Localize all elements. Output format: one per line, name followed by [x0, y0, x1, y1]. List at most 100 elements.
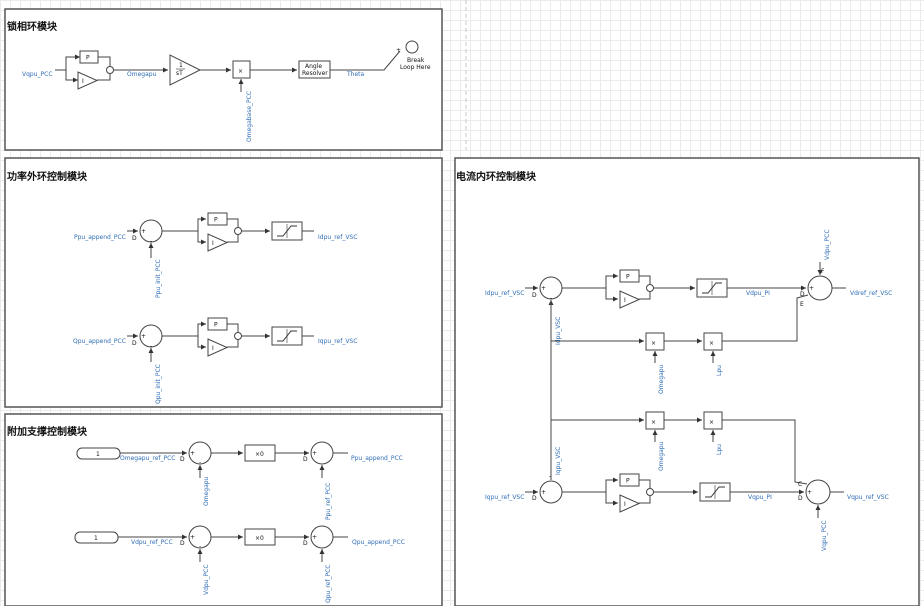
- inner-d-ref-label: Idpu_ref_VSC: [485, 290, 524, 297]
- pll-integrator-block[interactable]: [169, 54, 202, 86]
- inner-q-sign-plus: +: [541, 489, 546, 496]
- inner-d-sign-plus: +: [541, 285, 546, 292]
- wire: [605, 492, 618, 506]
- aux-row1-add-label: Ppu_ref_PCC: [325, 483, 332, 520]
- inner-d-pi-label: Vdpu_PI: [746, 290, 770, 297]
- outer-q-pi-node[interactable]: [234, 332, 242, 340]
- aux-row1-out-label: Ppu_append_PCC: [351, 455, 403, 462]
- aux-row1-sign-d: D: [180, 456, 185, 463]
- aux-row2-ref-label: Vdpu_ref_PCC: [131, 539, 173, 546]
- aux-const2-value: 1: [94, 535, 98, 542]
- inner-q-pi-node[interactable]: [646, 488, 654, 496]
- outer-loop-panel[interactable]: 功率外环控制模块 Ppu_append_PCC D + - Ppu_init_P…: [4, 157, 443, 408]
- inner-d-i-block[interactable]: [619, 290, 641, 309]
- aux-row2-add-label: Qpu_ref_PCC: [325, 565, 332, 603]
- inner-lpu1-label: Lpu: [716, 365, 723, 376]
- inner-d-ff-label: Vdpu_PCC: [824, 229, 831, 260]
- pll-multiplier-symbol: ×: [238, 68, 243, 75]
- wire: [605, 273, 618, 288]
- break-plus-sign: +: [396, 47, 401, 54]
- outer-p-i-block[interactable]: [207, 233, 229, 252]
- pll-i-block[interactable]: [77, 71, 99, 90]
- pll-panel[interactable]: 锁相环模块 Vqpu_PCC P I Omegapu 1 sT × Omegab…: [4, 8, 443, 151]
- wire: [98, 56, 111, 66]
- inner-q-i-block[interactable]: [619, 494, 641, 513]
- inner-q-out-sign-plus: +: [807, 489, 812, 496]
- wire: [227, 340, 239, 348]
- outer-q-meas-label: Qpu_init_PCC: [155, 364, 162, 404]
- outer-q-i-block[interactable]: [207, 338, 229, 357]
- aux-panel[interactable]: 附加支撑控制模块 1 Omegapu_ref_PCC D + - Omegapu…: [4, 413, 443, 606]
- aux-const1-value: 1: [96, 451, 100, 458]
- outer-p-out-label: Idpu_ref_VSC: [318, 234, 357, 241]
- pll-p-label: P: [86, 55, 90, 62]
- inner-d-sign-minus: -: [550, 295, 552, 302]
- outer-p-sign-minus: -: [150, 238, 152, 245]
- pll-integrator-den: sT: [176, 70, 183, 77]
- outer-q-out-label: Iqpu_ref_VSC: [318, 338, 357, 345]
- wire: [639, 479, 651, 488]
- pll-sum-node[interactable]: [106, 66, 114, 74]
- inner-loop-panel-title: 电流内环控制模块: [456, 170, 537, 183]
- outer-loop-panel-title: 功率外环控制模块: [7, 170, 88, 183]
- inner-q-ref-label: Iqpu_ref_VSC: [485, 494, 524, 501]
- wire: [722, 419, 808, 485]
- aux-row1-sign-plus: +: [190, 450, 195, 457]
- outer-p-pi-node[interactable]: [234, 227, 242, 235]
- inner-d-out-label: Vdref_ref_VSC: [850, 290, 892, 297]
- pll-break-line1: Break: [407, 57, 425, 64]
- inner-q-meas-label: Iqpu_VSC: [555, 447, 562, 475]
- wire: [197, 231, 206, 245]
- inner-mult1-symbol: ×: [651, 340, 656, 347]
- wire: [227, 218, 239, 227]
- aux-row2-sign-minus: -: [199, 543, 201, 550]
- inner-q-out-label: Vqpu_ref_VSC: [847, 494, 889, 501]
- aux-row1-meas-label: Omegapu: [203, 476, 210, 506]
- wire: [605, 288, 618, 302]
- inner-d-out-sign-f: F: [821, 268, 825, 275]
- inner-d-out-sign-d: D: [800, 291, 805, 298]
- pll-input-label: Vqpu_PCC: [22, 71, 53, 78]
- outer-p-meas-label: Ppu_init_PCC: [155, 259, 162, 298]
- pll-panel-title: 锁相环模块: [7, 20, 58, 33]
- inner-q-ff-label: Vqpu_PCC: [821, 520, 828, 551]
- aux-row2-meas-label: Vdpu_PCC: [203, 564, 210, 595]
- wire: [722, 294, 809, 342]
- outer-q-sign-plus: +: [141, 333, 146, 340]
- wire: [639, 292, 651, 300]
- aux-row2-out-label: Qpu_append_PCC: [352, 539, 405, 546]
- pll-omegabase-label: Omegabase_PCC: [246, 91, 253, 142]
- wire: [639, 275, 651, 284]
- inner-q-sign-minus: -: [549, 473, 551, 480]
- inner-d-pi-node[interactable]: [646, 284, 654, 292]
- inner-omega1-label: Omegapu: [658, 364, 665, 394]
- break-loop-terminal[interactable]: [405, 40, 419, 54]
- inner-d-out-sign-plus: +: [809, 285, 814, 292]
- pll-resolver-line2: Resolver: [302, 70, 328, 77]
- pll-integrator-num: 1: [179, 62, 183, 69]
- outer-p-i-label: I: [212, 240, 214, 247]
- inner-q-out-sign-c: C: [798, 481, 802, 488]
- wire: [227, 235, 239, 243]
- wire: [639, 496, 651, 504]
- outer-q-i-label: I: [212, 345, 214, 352]
- outer-p-p-label: P: [214, 217, 218, 224]
- inner-d-out-sign-e: E: [800, 301, 804, 308]
- inner-q-pi-label: Vqpu_PI: [748, 494, 772, 501]
- inner-loop-panel[interactable]: 电流内环控制模块 Idpu_ref_VSC D + - Idpu_VSC P I…: [454, 157, 920, 606]
- inner-loop-panel-frame: [454, 157, 920, 606]
- inner-d-i-label: I: [624, 297, 626, 304]
- inner-lpu2-label: Lpu: [716, 444, 723, 455]
- wire: [197, 336, 206, 350]
- pll-omega-label: Omegapu: [127, 71, 157, 78]
- outer-p-sign-d: D: [132, 235, 137, 242]
- aux-row2-add-sign-plus: +: [312, 534, 317, 541]
- aux-panel-frame: [4, 413, 443, 606]
- inner-mult3-symbol: ×: [651, 419, 656, 426]
- pll-i-label: I: [82, 78, 84, 85]
- wire: [97, 74, 111, 81]
- outer-loop-panel-frame: [4, 157, 443, 408]
- aux-row2-sign-plus: +: [190, 534, 195, 541]
- wire: [197, 216, 206, 231]
- aux-row2-add-sign-d: D: [303, 540, 308, 547]
